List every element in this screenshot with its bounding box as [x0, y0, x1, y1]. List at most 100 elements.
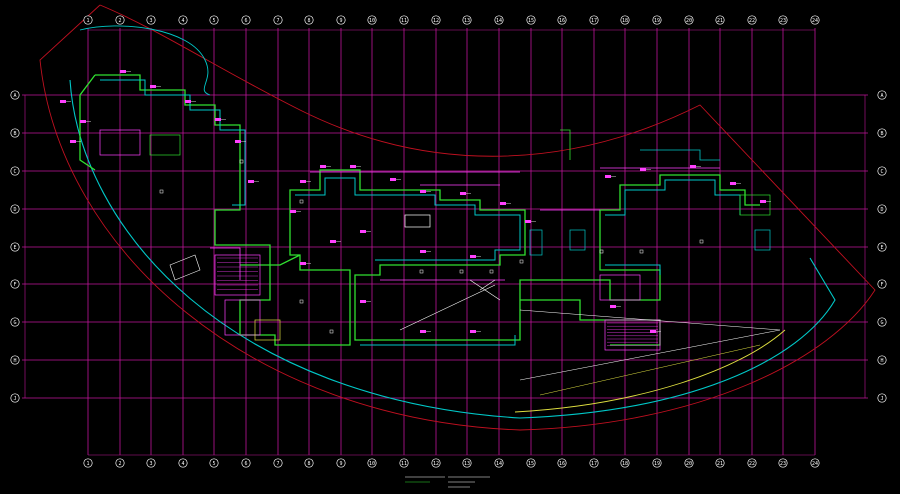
tag-mark — [390, 178, 396, 181]
wall-outline — [79, 74, 96, 171]
column-mark — [419, 269, 424, 274]
room-block — [529, 229, 543, 256]
axis-label: 22 — [749, 18, 755, 24]
axis-label: J — [13, 396, 16, 402]
axis-label: 8 — [307, 18, 310, 24]
tag-mark — [120, 70, 126, 73]
column-axis-bubble: 4 — [178, 15, 188, 25]
column-axis-bubble: 12 — [431, 458, 441, 468]
room-block — [404, 214, 431, 228]
tag-mark — [420, 330, 426, 333]
ramp-curve — [514, 329, 786, 413]
column-axis-bubble: 14 — [494, 458, 504, 468]
axis-label: 10 — [369, 461, 375, 467]
column-axis-bubble: 5 — [209, 15, 219, 25]
column-axis-bubble: 3 — [146, 458, 156, 468]
row-axis-bubble: J — [10, 393, 20, 403]
column-axis-bubble: 18 — [620, 458, 630, 468]
room-fills — [99, 129, 781, 396]
column-axis-bubble: 6 — [241, 15, 251, 25]
column-axis-bubble: 3 — [146, 15, 156, 25]
tag-mark — [60, 100, 66, 103]
column-axis-bubble: 9 — [336, 15, 346, 25]
column-mark — [699, 239, 704, 244]
axis-label: F — [880, 282, 883, 288]
axis-label: 23 — [780, 18, 786, 24]
axis-label: 18 — [622, 18, 628, 24]
axis-label: 15 — [528, 18, 534, 24]
stair-outline — [640, 149, 720, 161]
tag-mark — [470, 255, 476, 258]
axis-label: 24 — [812, 461, 818, 467]
tag-mark — [300, 180, 306, 183]
tag-mark — [460, 192, 466, 195]
axis-label: C — [880, 169, 883, 175]
room-block — [224, 299, 261, 336]
row-axis-bubble: D — [10, 204, 20, 214]
axis-label: 12 — [433, 18, 439, 24]
row-axis-bubble: G — [10, 317, 20, 327]
outer-site-boundary — [39, 4, 876, 431]
column-axis-bubble: 1 — [83, 458, 93, 468]
tag-mark — [80, 120, 86, 123]
tag-mark — [185, 100, 191, 103]
axis-grid — [22, 28, 868, 456]
room-block — [754, 229, 771, 251]
row-axis-bubble: C — [877, 166, 887, 176]
axis-label: 21 — [717, 461, 723, 467]
axis-label: B — [13, 131, 16, 137]
wall-outline — [240, 254, 301, 266]
axis-label: 20 — [686, 461, 692, 467]
tag-mark — [760, 200, 766, 203]
axis-label: 23 — [780, 461, 786, 467]
axis-label: C — [13, 169, 16, 175]
leader-line — [560, 129, 571, 160]
axis-label: J — [880, 396, 883, 402]
room-block — [99, 129, 141, 156]
axis-label: 5 — [212, 18, 215, 24]
partition-line — [210, 247, 241, 280]
room-block — [254, 319, 281, 341]
column-axis-bubble: 15 — [526, 15, 536, 25]
column-axis-bubble: 6 — [241, 458, 251, 468]
column-axis-bubble: 19 — [652, 15, 662, 25]
annotation-marks — [60, 70, 771, 488]
column-axis-bubble: 14 — [494, 15, 504, 25]
column-axis-bubble: 22 — [747, 15, 757, 25]
ramp-line — [539, 344, 761, 396]
axis-label: 17 — [591, 461, 597, 467]
tag-mark — [500, 202, 506, 205]
room-block — [569, 229, 586, 251]
axis-label: 7 — [276, 18, 279, 24]
axis-label: 3 — [149, 461, 152, 467]
tag-mark — [605, 175, 611, 178]
row-axis-bubble: F — [877, 279, 887, 289]
axis-label: 5 — [212, 461, 215, 467]
column-axis-bubble: 17 — [589, 458, 599, 468]
axis-label: E — [13, 245, 16, 251]
column-axis-bubble: 7 — [273, 458, 283, 468]
room-block — [599, 274, 641, 301]
axis-label: 22 — [749, 461, 755, 467]
axis-label: 7 — [276, 461, 279, 467]
tag-mark — [690, 165, 696, 168]
column-axis-bubble: 12 — [431, 15, 441, 25]
tag-mark — [730, 182, 736, 185]
tag-mark — [215, 118, 221, 121]
room-block — [604, 319, 661, 351]
axis-label: 17 — [591, 18, 597, 24]
axis-label: D — [880, 207, 883, 213]
axis-label: 13 — [464, 461, 470, 467]
column-axis-bubble: 10 — [367, 15, 377, 25]
column-axis-bubble: 9 — [336, 458, 346, 468]
axis-label: 4 — [181, 18, 184, 24]
axis-label: 16 — [559, 18, 565, 24]
inner-wall — [360, 335, 516, 346]
column-axis-bubble: 11 — [399, 458, 409, 468]
axis-label: 2 — [118, 461, 121, 467]
